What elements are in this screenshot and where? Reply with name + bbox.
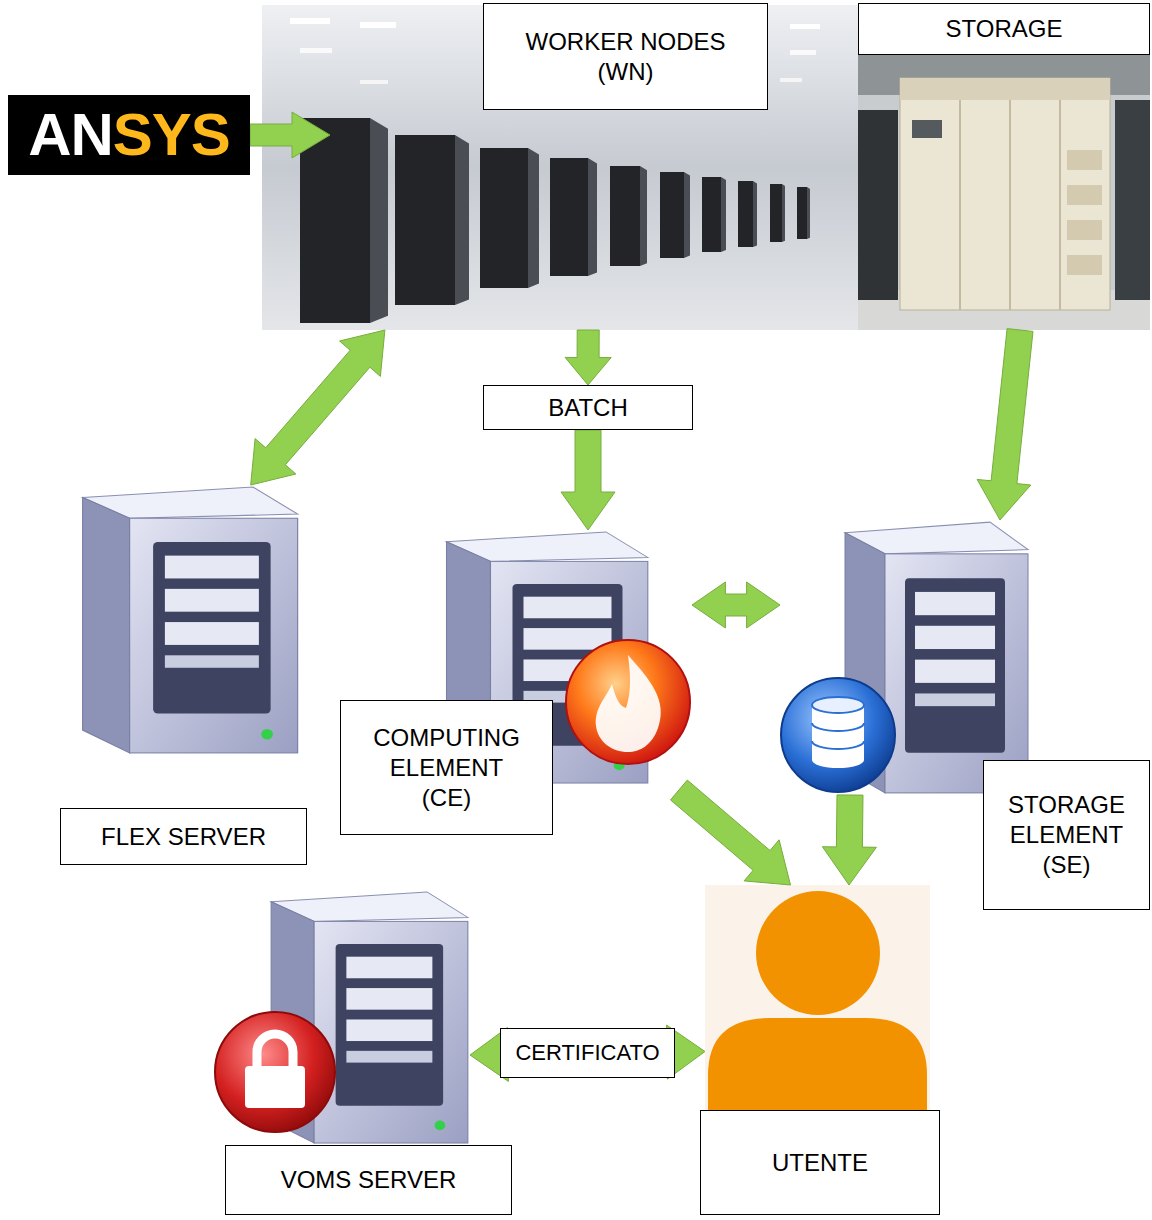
node-label: VOMS SERVER	[281, 1165, 457, 1195]
block-arrow	[250, 112, 330, 158]
logo-text: ANSYS	[28, 105, 230, 165]
lock-badge	[215, 1012, 335, 1132]
label-box: STORAGE	[858, 3, 1150, 55]
storage-photo	[858, 55, 1150, 330]
node-label: STORAGE	[946, 14, 1063, 44]
edge-label: CERTIFICATO	[515, 1040, 659, 1066]
label-box: UTENTE	[700, 1110, 940, 1215]
node-label: FLEX SERVER	[101, 822, 266, 852]
storage-element-server: STORAGE ELEMENT (SE)	[780, 520, 1030, 795]
label-box: VOMS SERVER	[225, 1145, 512, 1215]
block-arrow	[692, 582, 780, 628]
label-box: STORAGE ELEMENT (SE)	[983, 760, 1150, 910]
node-label: WORKER NODES (WN)	[521, 27, 731, 87]
server-icon	[83, 487, 298, 753]
node-label: UTENTE	[772, 1148, 868, 1178]
user-node: UTENTE	[705, 885, 930, 1110]
label-box: WORKER NODES (WN)	[483, 3, 768, 110]
flex-server: FLEX SERVER	[65, 485, 300, 755]
block-arrow	[251, 330, 385, 485]
database-badge	[781, 678, 895, 792]
block-arrow	[977, 329, 1033, 520]
firewall-badge	[566, 640, 690, 764]
block-arrow	[565, 330, 611, 385]
block-arrow	[561, 430, 615, 530]
node-label: BATCH	[548, 393, 628, 423]
node-label: COMPUTING ELEMENT (CE)	[372, 723, 522, 813]
block-arrow	[671, 780, 791, 885]
computing-element-server: COMPUTING ELEMENT (CE)	[430, 530, 692, 790]
ansys-logo: ANSYS	[8, 95, 250, 175]
voms-server: VOMS SERVER	[215, 890, 470, 1145]
storage-photo: STORAGE	[858, 3, 1150, 330]
block-arrow	[822, 795, 876, 885]
block-arrow	[470, 1025, 705, 1081]
worker-nodes-photo: WORKER NODES (WN)	[330, 5, 858, 330]
worker-nodes-photo	[262, 5, 858, 330]
label-box: FLEX SERVER	[60, 808, 307, 865]
edge-label-box: CERTIFICATO	[500, 1028, 675, 1078]
node-label: STORAGE ELEMENT (SE)	[1004, 790, 1129, 880]
batch-box: BATCH	[483, 385, 693, 430]
label-box: COMPUTING ELEMENT (CE)	[340, 700, 553, 835]
user-icon	[705, 885, 930, 1110]
